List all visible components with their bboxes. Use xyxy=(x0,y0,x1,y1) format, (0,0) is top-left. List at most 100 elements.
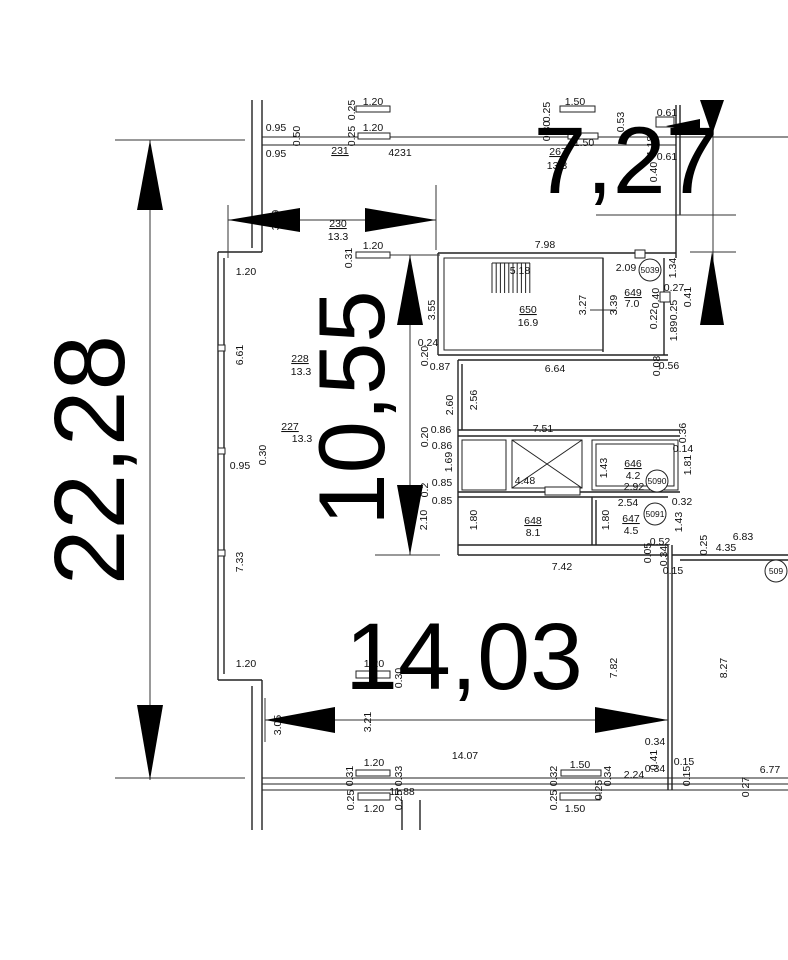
room-tag: 5090 xyxy=(648,476,667,486)
dimension-label: 0.27 xyxy=(664,282,685,294)
dimension-label: 0.25 xyxy=(346,100,358,121)
window-mark xyxy=(217,447,226,455)
room-number: 649 xyxy=(624,287,642,299)
elevator-cross-line xyxy=(511,439,583,489)
room-tag-circle xyxy=(645,469,669,493)
room-area: 13.3 xyxy=(547,160,568,172)
dimension-label: 0.52 xyxy=(650,536,671,548)
arrowhead-left xyxy=(666,119,700,134)
dimension-label: 2.09 xyxy=(616,262,637,274)
dimension-label: 2.56 xyxy=(468,390,480,411)
arrowhead-down xyxy=(137,705,163,780)
arrowhead-up xyxy=(397,255,423,325)
dimension-label: 0.27 xyxy=(740,777,752,798)
window-mark xyxy=(217,549,226,557)
dimension-label: 0.86 xyxy=(432,440,453,452)
window-mark xyxy=(559,105,596,113)
dimension-label: 0.61 xyxy=(657,151,678,163)
elevator-door-mark xyxy=(544,486,581,496)
room-number: 267 xyxy=(549,146,567,158)
dimension-label: 0.14 xyxy=(673,443,694,455)
dimension-label: 0.85 xyxy=(432,495,453,507)
dimension-label: 1.34 xyxy=(667,258,679,279)
dimension-label: 1.43 xyxy=(598,458,610,479)
window-mark xyxy=(357,132,391,140)
dimension-label: 3.21 xyxy=(362,712,374,733)
room-number: 230 xyxy=(329,218,347,230)
dimension-label: 0.15 xyxy=(663,565,684,577)
dimension-label: 0.05 xyxy=(642,543,654,564)
riser-mark xyxy=(659,291,671,303)
dimension-label: 0.31 xyxy=(343,248,355,269)
room-area: 4.5 xyxy=(624,525,639,537)
arrowhead-right xyxy=(365,208,436,232)
dimension-label: 2.92 xyxy=(624,481,645,493)
window-mark xyxy=(355,251,391,259)
dimension-label: 0.41 xyxy=(682,287,694,308)
dimension-label: 0.25 xyxy=(393,790,405,811)
dimension-label: 1.20 xyxy=(363,96,384,108)
dimension-label: 0.08 xyxy=(651,356,663,377)
dimension-label: 0.34 xyxy=(645,763,666,775)
dimension-label: 1.43 xyxy=(673,512,685,533)
dimension-label: 3.39 xyxy=(608,295,620,316)
dimension-label: 0.30 xyxy=(393,668,405,689)
dimension-label: 1.50 xyxy=(570,759,591,771)
room-650-outline xyxy=(443,257,604,351)
window-mark xyxy=(217,344,226,352)
room-number: 228 xyxy=(291,353,309,365)
room-area: 13.3 xyxy=(292,433,313,445)
dimension-label: 0.22 xyxy=(648,309,660,330)
dimension-label: 2.10 xyxy=(418,510,430,531)
room-number: 650 xyxy=(519,304,537,316)
room-area: 7.0 xyxy=(625,298,640,310)
dimension-label: 0.95 xyxy=(266,122,287,134)
dimension-label: 1.80 xyxy=(468,510,480,531)
dimension-label: 14.07 xyxy=(452,750,478,762)
dimension-label: 0.95 xyxy=(230,460,251,472)
riser-mark xyxy=(634,249,646,259)
dimension-label: 0.32 xyxy=(672,496,693,508)
dimension-label: 0.31 xyxy=(344,766,356,787)
dimension-label: 7.98 xyxy=(535,239,556,251)
dimension-label: 1.50 xyxy=(565,803,586,815)
room-number: 231 xyxy=(331,145,349,157)
dimension-label: 5.18 xyxy=(510,265,531,277)
arrowhead-up xyxy=(137,140,163,210)
dimension-label: 0.30 xyxy=(257,445,269,466)
room-tag: 509 xyxy=(769,566,783,576)
arrowhead-up xyxy=(700,252,724,325)
room-number: 648 xyxy=(524,515,542,527)
overall-dimension-middle: 10,55 xyxy=(299,290,404,525)
room-tag: 5091 xyxy=(646,509,665,519)
dimension-label: 0.41 xyxy=(648,750,660,771)
dimension-label: 4.35 xyxy=(716,542,737,554)
dimension-label: 7.33 xyxy=(234,552,246,573)
overall-dimension-top-right: 7,27 xyxy=(534,108,719,214)
dimension-label: 0.34 xyxy=(645,736,666,748)
dimension-label: 0.86 xyxy=(431,424,452,436)
dimension-label: 1.20 xyxy=(363,122,384,134)
dimension-arrows xyxy=(137,100,724,780)
window-mark xyxy=(559,792,601,801)
dimension-label: 0.87 xyxy=(430,361,451,373)
overall-dimensions: 22,28 10,55 14,03 7,27 xyxy=(34,108,718,710)
room-area: 16.9 xyxy=(518,317,539,329)
overall-dimension-bottom: 14,03 xyxy=(345,604,583,710)
room-area: 8.1 xyxy=(526,527,541,539)
dimension-label: 3.55 xyxy=(426,300,438,321)
room-646-inner-line xyxy=(595,443,675,487)
arrowhead-left xyxy=(228,208,300,232)
room-area: 13.3 xyxy=(328,231,349,243)
dimension-label: 0.15 xyxy=(681,766,693,787)
dimension-label: 0.40 xyxy=(648,162,660,183)
dimension-label: 2.24 xyxy=(624,769,645,781)
room-number: 646 xyxy=(624,458,642,470)
dimension-label: 0.32 xyxy=(548,766,560,787)
room-tag-circle xyxy=(643,502,667,526)
dimension-label: 1.20 xyxy=(363,240,384,252)
dimension-label: 0.25 xyxy=(698,535,710,556)
dimension-label: 0.50 xyxy=(291,126,303,147)
